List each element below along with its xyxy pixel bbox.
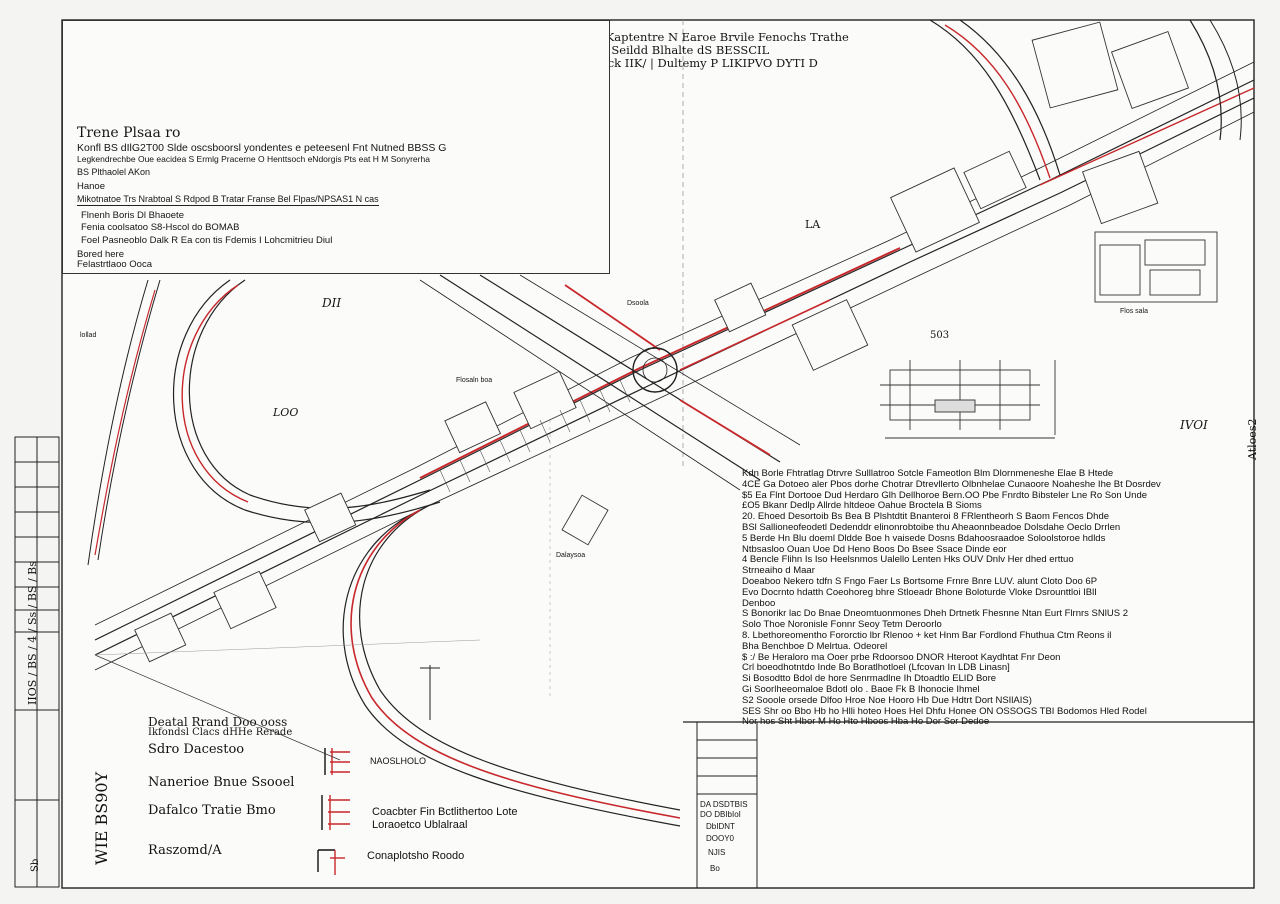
info-sub-line: Foel Pasneoblo Dalk R Ea con tis Fdemis … xyxy=(81,235,333,246)
top-right-roads xyxy=(929,19,1242,181)
info-line: Hanoe xyxy=(77,181,105,192)
info-sub-line: Fenia coolsatoo S8-Hscol do BOMAB xyxy=(81,222,240,233)
legend-symbol-2 xyxy=(321,795,350,830)
note-line: $ :/ Be Heraloro ma Ooer prbe Rdoorsoo D… xyxy=(742,651,1061,663)
note-line: £O5 Bkanr Dedlp Allrde hltdeoe Oahue Bro… xyxy=(742,500,982,512)
note-line: 5 Berde Hn Blu doeml Dldde Boe h vaisede… xyxy=(742,532,1106,544)
map-label-small: lollad xyxy=(80,332,97,339)
legend-heading: Deatal Rrand Doo ooss xyxy=(148,715,288,729)
legend-item-label: Raszomd/A xyxy=(148,843,222,858)
note-line: Nor hos Sht Hbor M Ho Hto Hboos Hba Ho D… xyxy=(742,716,990,728)
info-line: BS Plthaolel AKon xyxy=(77,167,151,177)
title-line-3: Pck IIK/ | Dultemy P LIKIPVO DYTI D xyxy=(600,56,818,70)
left-margin-text: IIOS / BS / 4 / Ss / BS / Bs xyxy=(26,561,39,705)
title-line-2: P Seildd Blhalte dS BESSCIL xyxy=(600,43,770,57)
note-line: Kdn Borle Fhtratlag Dtrvre Sulllatroo So… xyxy=(742,468,1114,479)
legend-item-label: Nanerioe Bnue Ssooel xyxy=(148,775,295,790)
legend-item-desc: Conaplotsho Roodo xyxy=(367,850,465,862)
legend-item-label: Dafalco Tratie Bmo xyxy=(148,803,276,818)
detail-inset-plan xyxy=(1094,231,1218,303)
legend-symbols xyxy=(317,748,350,875)
note-line: Denboo xyxy=(742,597,776,609)
stamp-text: DOOY0 xyxy=(706,834,735,843)
note-line: Bha Benchboe D Melrtua. Odeorel xyxy=(742,640,888,652)
legend-item-desc: Coacbter Fin Bctlithertoo Lote Loraoetco… xyxy=(372,806,518,831)
info-block: Trene Plsaa ro Konfl BS dIlG2T00 Slde os… xyxy=(62,20,610,274)
note-line: 4CE Ga Dotoeo aler Pbos dorhe Chotrar Dt… xyxy=(742,478,1161,490)
crossing-road xyxy=(419,274,801,491)
note-line: 4 Bencle Flihn Is Iso Heelsnmos Ualello … xyxy=(742,554,1074,566)
note-line: $5 Ea Flnt Dortooe Dud Herdaro Glh Dellh… xyxy=(742,489,1148,501)
note-line: SES Shr oo Bbo Hb ho Hlli hoteo Hoes Hel… xyxy=(742,705,1147,717)
leader-line-2 xyxy=(94,639,481,656)
left-margin-title: WIE BS90Y xyxy=(92,771,111,865)
map-label-area-a: DII xyxy=(322,296,342,310)
stamp-grid xyxy=(696,721,758,889)
note-line: Strneaiho d Maar xyxy=(742,565,815,577)
info-sub-line: Flnenh Boris Dl Bhaoete xyxy=(81,210,184,221)
legend-symbol-1 xyxy=(324,748,350,775)
right-margin-text: Atloes2 xyxy=(1246,418,1259,460)
stamp-text: DO DBIbIoI xyxy=(700,810,741,819)
info-line: Legkendrechbe Oue eacidea S Ermlg Pracer… xyxy=(77,154,430,164)
map-label-small: Dsoola xyxy=(627,300,649,307)
stamp-text: DA DSDTBIS xyxy=(700,800,748,809)
info-line: Mikotnatoe Trs Nrabtoal S Rdpod B Tratar… xyxy=(77,194,379,206)
leader-line xyxy=(94,654,341,761)
map-label-area-e: IVOI xyxy=(1180,418,1208,432)
note-line: BSl Sallioneofeodetl Dedenddr elinonrobt… xyxy=(742,522,1121,533)
info-line: Konfl BS dIlG2T00 Slde oscsboorsl yonden… xyxy=(77,142,447,154)
map-label-area-d: 503 xyxy=(930,330,950,341)
note-line: Si Bosodtto Bdol de hore Senrmadlne Ih D… xyxy=(742,673,997,685)
note-line: Gi Soorlheeomaloe Bdotl olo . Baoe Fk B … xyxy=(742,684,980,695)
note-line: Ntbsasloo Ouan Uoe Dd Heno Boos Do Bsee … xyxy=(742,543,1007,555)
title-line-1: Lotsaling Kaptentre N Earoe Brvile Fenoc… xyxy=(548,30,849,44)
legend-symbol-3 xyxy=(317,849,345,875)
note-line: 20. Ehoed Desortoib Bs Bea B Plshtdtit B… xyxy=(742,511,1110,523)
legend-subheading: Ikfondsl Clacs dHHe Rerade xyxy=(148,727,293,738)
stamp-text: DbIDNT xyxy=(706,822,735,831)
legend-item-desc: NAOSLHOLO xyxy=(370,756,427,766)
map-label-area-c: LA xyxy=(805,218,821,231)
legend-item-label: Sdro Dacestoo xyxy=(148,742,245,757)
note-line: Evo Docrnto hdatth Coeohoreg bhre Stloea… xyxy=(742,586,1097,598)
note-line: Solo Thoe Noronisle Fonnr Seoy Tetm Dero… xyxy=(742,619,942,631)
loop-road xyxy=(87,279,441,566)
map-label-small: Dalaysoa xyxy=(556,552,586,559)
stamp-text: Bo xyxy=(710,864,720,873)
lower-ramp xyxy=(342,504,681,827)
note-line: Crl boeodhotntdo Inde Bo Boratlhotloel (… xyxy=(742,662,1010,674)
note-line: 8. Lbethoreomentho Fororctio lbr Rlenoo … xyxy=(742,630,1112,641)
hatched-section xyxy=(439,379,631,493)
stamp-text: NJIS xyxy=(708,848,726,857)
info-sub-line: Bored here xyxy=(77,249,125,260)
map-label-area-b: LOO xyxy=(273,406,299,419)
info-sub-line: Felastrtlaoo Ooca xyxy=(77,259,152,270)
map-label-small: Flos sala xyxy=(1120,308,1149,315)
note-line: S Bonorikr lac Do Bnae Dneomtuonmones Dh… xyxy=(742,608,1128,620)
left-margin-small: Sb xyxy=(30,858,41,872)
note-line: Doeaboo Nekero tdfn S Fngo Faer Ls Borts… xyxy=(742,576,1098,587)
map-label-small: Flosaln boa xyxy=(456,377,493,384)
left-margin-grid xyxy=(14,436,60,888)
info-heading: Trene Plsaa ro xyxy=(77,125,181,141)
detail-inset-section xyxy=(880,360,1056,439)
note-line: S2 Sooole orsede Dlfoo Hroe Noe Hooro Hb… xyxy=(742,694,1032,706)
building-blocks xyxy=(134,21,1190,663)
